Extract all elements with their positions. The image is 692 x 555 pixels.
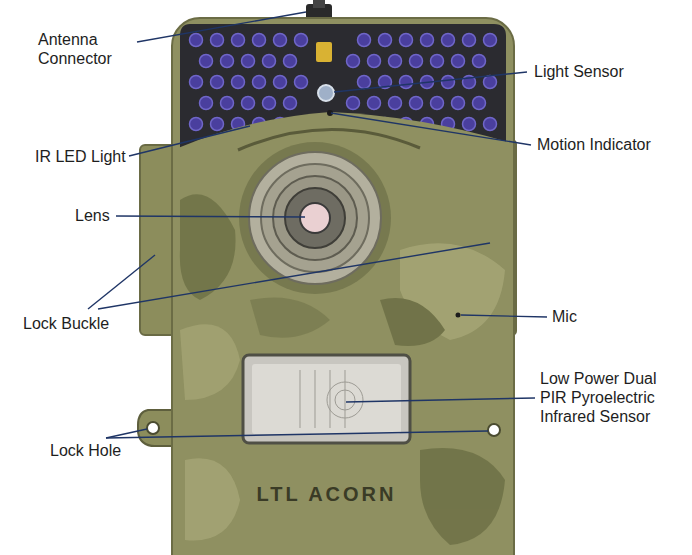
lock-tab-left — [138, 410, 175, 446]
ir-led — [410, 97, 423, 110]
ir-led — [190, 76, 203, 89]
ir-led — [368, 55, 381, 68]
leader-buckle-right — [98, 243, 490, 309]
leader-lines — [88, 12, 547, 438]
ir-led — [484, 118, 497, 131]
ir-led — [463, 118, 476, 131]
ir-led — [389, 97, 402, 110]
leader-hole-right — [106, 431, 488, 438]
antenna-tip — [313, 0, 325, 8]
ir-led — [400, 34, 413, 47]
ir-led — [274, 34, 287, 47]
leader-light-sensor — [334, 72, 527, 92]
ir-led — [442, 76, 455, 89]
ir-led — [410, 55, 423, 68]
ir-led — [190, 34, 203, 47]
ir-led — [431, 55, 444, 68]
ir-led — [452, 55, 465, 68]
mic-hole — [456, 313, 461, 318]
ir-led — [358, 76, 371, 89]
yellow-indicator — [316, 42, 332, 62]
ir-led — [473, 55, 486, 68]
ir-led — [221, 97, 234, 110]
pir-sensor-label: Low Power Dual PIR Pyroelectric Infrared… — [540, 369, 675, 426]
lens-assembly — [239, 142, 391, 294]
lock-hole-label: Lock Hole — [50, 441, 121, 460]
ir-led — [200, 97, 213, 110]
lock-buckle-label: Lock Buckle — [23, 314, 109, 333]
brand-mark: LTL ACORN — [243, 482, 410, 506]
leader-ir-led — [129, 126, 250, 156]
ir-led — [389, 55, 402, 68]
leader-lens — [116, 216, 305, 217]
ir-led — [431, 97, 444, 110]
ir-led — [463, 34, 476, 47]
camera-body — [172, 18, 514, 555]
ir-led — [400, 76, 413, 89]
ir-led — [242, 55, 255, 68]
ir-led — [242, 97, 255, 110]
ir-led-label: IR LED Light — [35, 147, 126, 166]
ir-led — [200, 55, 213, 68]
lens-label: Lens — [75, 206, 110, 225]
ir-led — [221, 55, 234, 68]
leader-mic — [461, 315, 547, 317]
ir-led — [295, 76, 308, 89]
ir-led — [284, 55, 297, 68]
leader-hole-left — [106, 429, 147, 438]
ir-led — [190, 118, 203, 131]
ir-led — [347, 97, 360, 110]
ir-led — [379, 34, 392, 47]
leader-motion — [331, 113, 531, 145]
ir-led — [253, 76, 266, 89]
pir-lens — [252, 364, 401, 434]
ir-led — [232, 76, 245, 89]
light-sensor-label: Light Sensor — [534, 62, 624, 81]
ir-led — [211, 34, 224, 47]
ir-led — [263, 97, 276, 110]
ir-led — [284, 97, 297, 110]
leader-pir — [346, 398, 535, 402]
ir-led — [442, 34, 455, 47]
ir-led — [358, 34, 371, 47]
motion-indicator-label: Motion Indicator — [537, 135, 651, 154]
ir-led — [484, 34, 497, 47]
ir-led — [484, 76, 497, 89]
ir-led — [368, 97, 381, 110]
ir-led — [253, 34, 266, 47]
leader-antenna — [137, 12, 306, 42]
ir-led — [232, 34, 245, 47]
ir-led — [473, 97, 486, 110]
ir-led — [263, 55, 276, 68]
pir-window — [243, 355, 410, 443]
lock-hole-left — [147, 422, 159, 434]
fresnel-lines — [300, 370, 363, 428]
ir-led — [421, 34, 434, 47]
mic-label: Mic — [552, 307, 577, 326]
ir-led — [347, 55, 360, 68]
ir-led — [452, 97, 465, 110]
light-sensor — [318, 85, 334, 101]
antenna-label: Antenna Connector — [38, 30, 138, 68]
ir-led — [295, 34, 308, 47]
ir-led — [274, 76, 287, 89]
ir-led — [211, 76, 224, 89]
lock-hole-right — [488, 424, 500, 436]
ir-led — [211, 118, 224, 131]
